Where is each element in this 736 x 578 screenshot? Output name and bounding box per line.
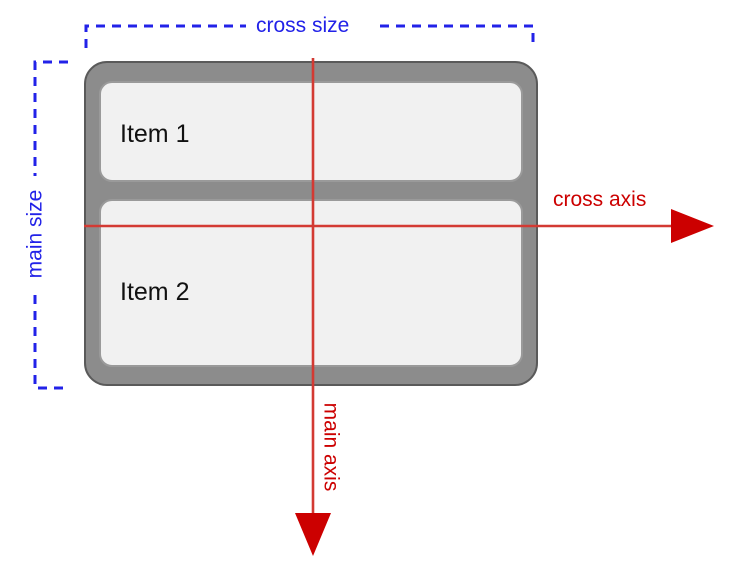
cross-axis-arrow bbox=[84, 209, 714, 243]
flex-item-1-box bbox=[99, 81, 523, 182]
main-axis-arrow bbox=[295, 58, 331, 556]
flex-item-2-label: Item 2 bbox=[120, 278, 190, 306]
cross-size-bracket-left bbox=[84, 24, 246, 48]
cross-axis-label: cross axis bbox=[553, 188, 647, 211]
main-size-bracket-top bbox=[33, 60, 68, 176]
main-size-label: main size bbox=[23, 189, 47, 279]
cross-size-label: cross size bbox=[256, 14, 350, 37]
cross-size-bracket bbox=[84, 24, 535, 48]
flex-item-1-label: Item 1 bbox=[120, 120, 190, 148]
main-axis-arrowhead bbox=[295, 513, 331, 556]
main-axis-label: main axis bbox=[319, 402, 343, 492]
cross-size-bracket-right bbox=[380, 24, 535, 48]
flex-item-1-rect bbox=[99, 81, 523, 182]
flex-item-2-box bbox=[99, 199, 523, 367]
main-size-bracket-bottom bbox=[33, 295, 68, 390]
flex-item-2-rect bbox=[99, 199, 523, 367]
cross-axis-arrowhead bbox=[671, 209, 714, 243]
main-size-bracket bbox=[33, 60, 68, 390]
